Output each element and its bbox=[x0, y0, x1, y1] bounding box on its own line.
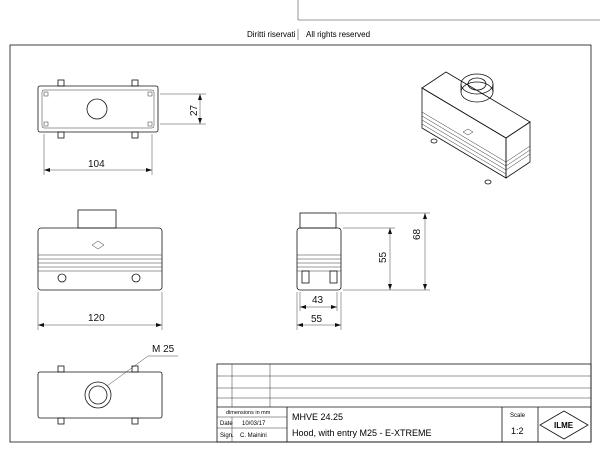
part-description: Hood, with entry M25 - E-XTREME bbox=[292, 428, 432, 438]
dim-side-outer-width: 55 bbox=[311, 314, 323, 325]
dim-front-width: 120 bbox=[88, 313, 105, 324]
rights-reserved-italian: Diritti riservati bbox=[247, 30, 296, 39]
dim-side-inner-width: 43 bbox=[312, 295, 324, 306]
dim-side-height-outer: 68 bbox=[412, 228, 423, 240]
dim-thread: M 25 bbox=[152, 344, 175, 355]
side-view bbox=[296, 212, 430, 330]
scale-value: 1:2 bbox=[511, 426, 524, 436]
units-label: dimensions in mm bbox=[226, 410, 271, 416]
part-code: MHVE 24.25 bbox=[292, 412, 343, 422]
scale-label: Scale bbox=[510, 413, 526, 419]
sign-label: Sign. bbox=[220, 433, 234, 439]
title-block bbox=[216, 363, 592, 443]
drawing-frame bbox=[9, 44, 592, 443]
date-label: Date bbox=[220, 421, 233, 427]
ilme-logo: ILME bbox=[554, 421, 574, 430]
dim-side-height-inner: 55 bbox=[378, 251, 389, 263]
top-view bbox=[37, 79, 206, 175]
date-value: 10/03/17 bbox=[242, 421, 266, 427]
bottom-view bbox=[37, 355, 178, 425]
dim-top-height: 27 bbox=[189, 104, 200, 116]
dim-top-width: 104 bbox=[88, 159, 105, 170]
isometric-view bbox=[421, 71, 531, 185]
front-view bbox=[37, 209, 163, 330]
sign-value: C. Mainini bbox=[240, 433, 267, 439]
rights-reserved-english: All rights reserved bbox=[306, 30, 371, 39]
